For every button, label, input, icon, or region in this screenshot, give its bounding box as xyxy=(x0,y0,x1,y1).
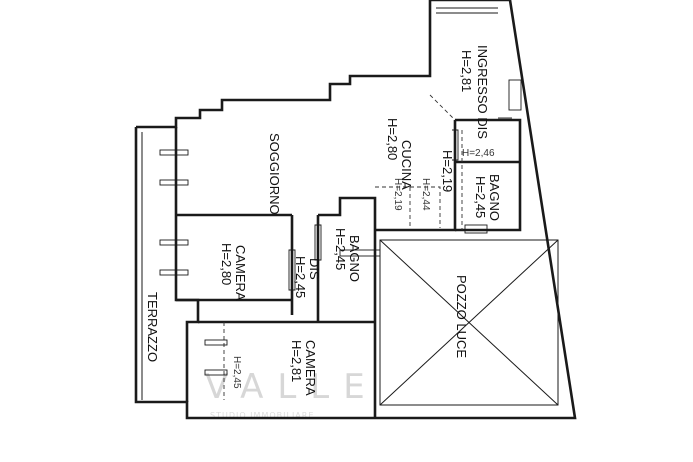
label-ingresso: INGRESSO DIS xyxy=(475,45,490,139)
height-dis: H=2,45 xyxy=(293,256,308,298)
room-height-cucina: H=2,80 xyxy=(385,118,400,160)
height-ingresso: H=2,81 xyxy=(459,50,474,92)
height-245-small: H=2,45 xyxy=(231,356,242,389)
room-name-bagno-right: BAGNO xyxy=(487,174,502,221)
room-height-bagno-center: H=2,45 xyxy=(333,228,348,270)
room-name-pozzo-luce: POZZO LUCE xyxy=(454,275,469,358)
height-244-small: H=2,44 xyxy=(420,178,431,211)
doors xyxy=(288,117,512,291)
room-name-soggiorno: SOGGIORNO xyxy=(267,133,282,215)
label-pozzo-luce: POZZO LUCE xyxy=(454,275,469,358)
label-soggiorno: SOGGIORNO xyxy=(267,133,282,215)
room-height-camera-upper: H=2,80 xyxy=(219,243,234,285)
label-camera-lower: CAMERA xyxy=(303,340,318,396)
room-name-ingresso: INGRESSO DIS xyxy=(475,45,490,139)
height-camera-upper: H=2,80 xyxy=(219,243,234,285)
room-height-bagno-right: H=2,45 xyxy=(473,176,488,218)
outer-walls xyxy=(134,0,577,420)
room-name-dis: DIS xyxy=(307,258,322,280)
label-dis: DIS xyxy=(307,258,322,280)
room-name-bagno-center: BAGNO xyxy=(347,235,362,282)
small-heights: H=2,19 H=2,44 H=2,45 xyxy=(231,178,431,389)
height-219-small: H=2,19 xyxy=(392,178,403,211)
label-disimpegno-a: H=2,19 xyxy=(440,150,455,192)
height-bagno-right: H=2,45 xyxy=(473,176,488,218)
windows xyxy=(159,79,522,376)
room-name-camera-upper: CAMERA xyxy=(233,245,248,301)
dashed-lines xyxy=(223,94,463,400)
watermark-logo: VALLE xyxy=(205,367,379,407)
label-bagno-center: BAGNO xyxy=(347,235,362,282)
room-height-camera-lower: H=2,81 xyxy=(289,340,304,382)
height-cucina: H=2,80 xyxy=(385,118,400,160)
label-cucina: CUCINA xyxy=(399,140,414,190)
label-camera-upper: CAMERA xyxy=(233,245,248,301)
room-name-terrazzo: TERRAZZO xyxy=(145,292,160,362)
height-bagno-center: H=2,45 xyxy=(333,228,348,270)
room-name-camera-lower: CAMERA xyxy=(303,340,318,396)
room-height-dis-b: H=2,46 xyxy=(462,148,495,159)
room-height-ingresso: H=2,81 xyxy=(459,50,474,92)
watermark-tagline: STUDIO IMMOBILIARE xyxy=(210,411,314,420)
label-bagno-right: BAGNO xyxy=(487,174,502,221)
label-terrazzo: TERRAZZO xyxy=(145,292,160,362)
room-name-cucina: CUCINA xyxy=(399,140,414,190)
room-height-dis: H=2,45 xyxy=(293,256,308,298)
pozzo-luce-shaft xyxy=(379,239,559,406)
room-height-dis-a: H=2,19 xyxy=(440,150,455,192)
terrazzo-area xyxy=(135,127,143,402)
height-camera-lower: H=2,81 xyxy=(289,340,304,382)
interior-walls xyxy=(176,118,522,418)
